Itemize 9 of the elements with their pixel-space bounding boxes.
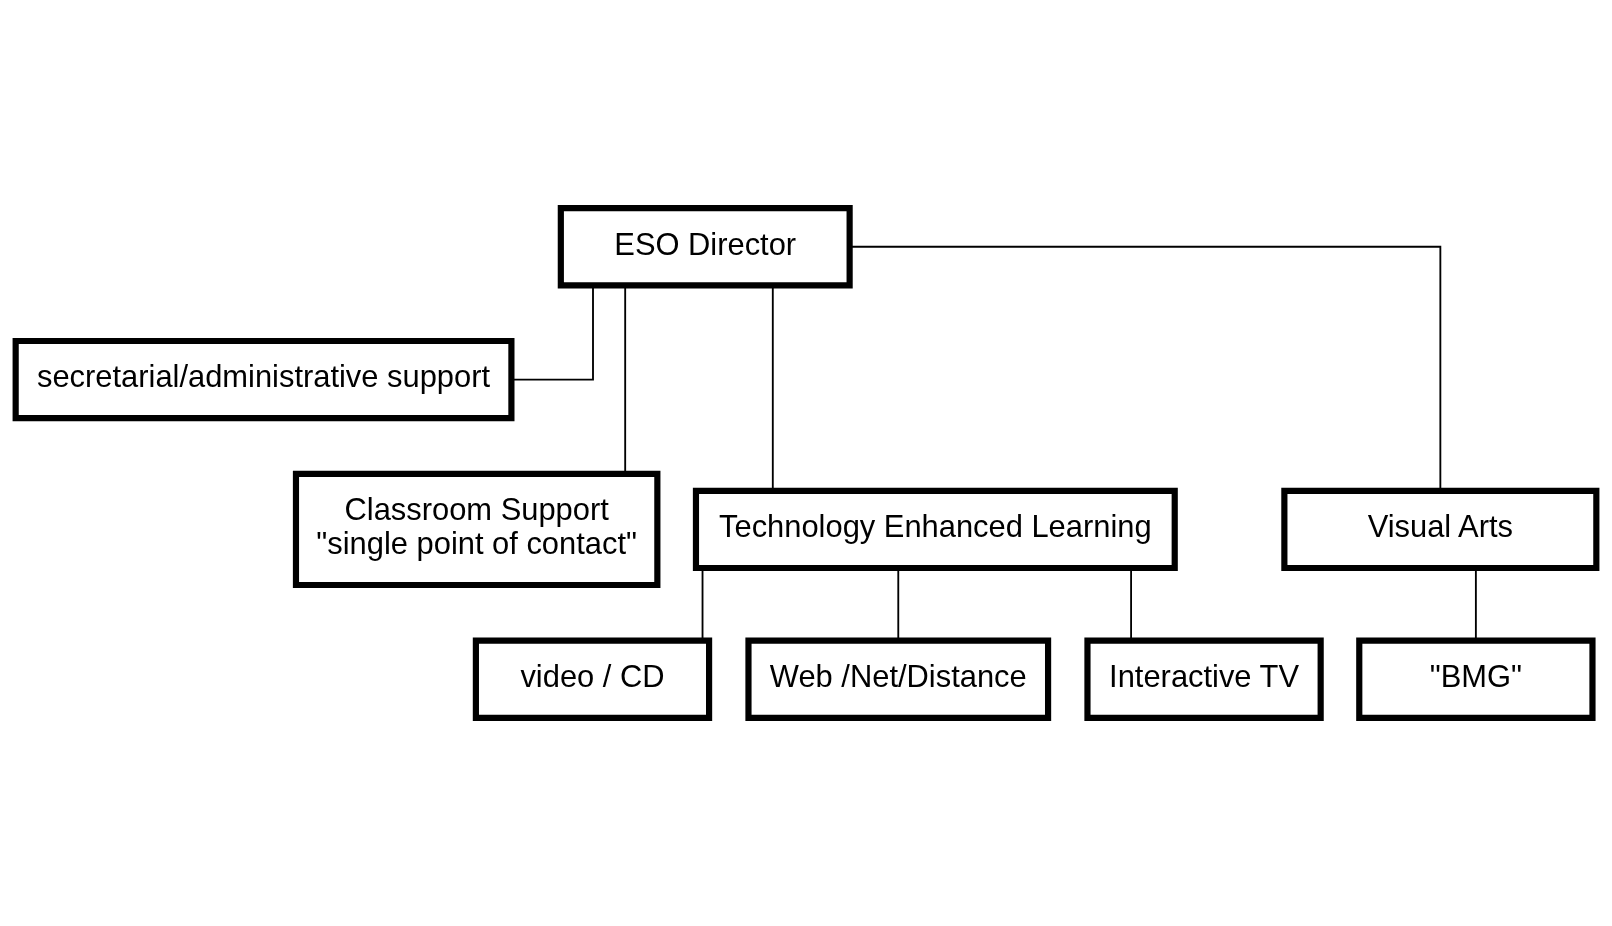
node-box: ESO Director: [557, 205, 853, 289]
node-box: video / CD: [472, 637, 713, 721]
node-box: Technology Enhanced Learning: [692, 487, 1178, 572]
node-box: Visual Arts: [1281, 487, 1600, 572]
node-box: Classroom Support "single point of contact": [292, 470, 661, 589]
node-box: secretarial/administrative support: [12, 337, 515, 422]
node-box: Web /Net/Distance: [745, 637, 1052, 721]
node-box: Interactive TV: [1084, 637, 1324, 721]
node-box: "BMG": [1356, 637, 1596, 721]
